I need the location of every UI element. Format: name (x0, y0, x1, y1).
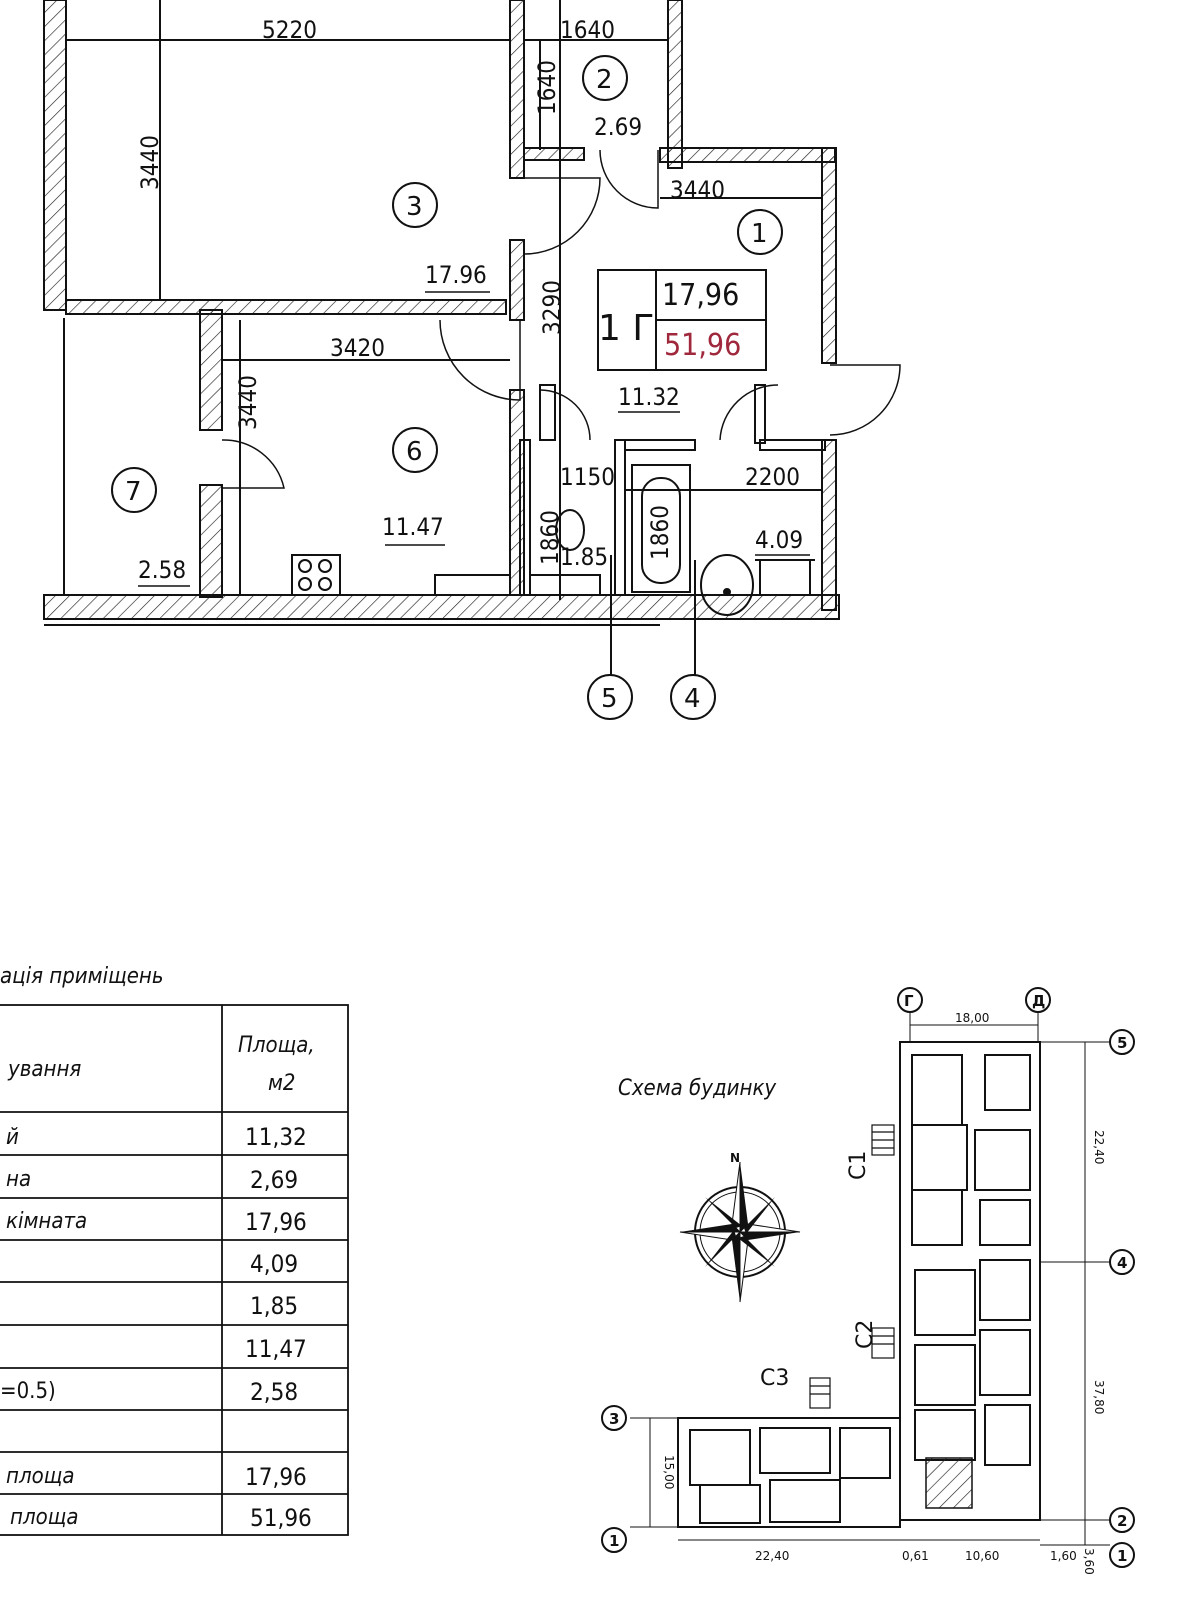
scheme-dim-22-40: 22,40 (1092, 1130, 1106, 1164)
scheme-dim-22-40-bottom: 22,40 (755, 1549, 789, 1563)
toilet-icon (700, 554, 754, 616)
room-4-number: 4 (684, 684, 701, 714)
room-numbers: 1 2 3 4 5 6 7 (125, 65, 768, 714)
dim-3420: 3420 (330, 334, 385, 362)
compass-north-label: N (730, 1151, 740, 1165)
header-area-line2: м2 (268, 1071, 296, 1096)
row-name: площа (10, 1505, 78, 1530)
row-area: 11,32 (245, 1123, 307, 1151)
row-area: 2,69 (250, 1166, 298, 1194)
row-area: 2,58 (250, 1378, 298, 1406)
room-7-number: 7 (125, 477, 142, 507)
axis-3-label: 3 (609, 1410, 619, 1428)
living-area-value: 17,96 (662, 278, 739, 313)
room-3-area: 17.96 (425, 261, 487, 289)
room-table: ація приміщень ування Площа, м2 й 11,32 … (0, 964, 349, 1536)
sink-counter-icon (529, 574, 601, 596)
row-name: на (6, 1167, 31, 1192)
total-area-value: 51,96 (664, 328, 741, 363)
stair-icon (871, 1327, 895, 1359)
section-c2-label: С2 (853, 1320, 878, 1349)
row-name: й (6, 1125, 19, 1150)
kitchen-counter-icon (434, 574, 511, 596)
row-area: 17,96 (245, 1208, 307, 1236)
dim-3440-right: 3440 (670, 176, 725, 204)
room-markers (111, 55, 783, 720)
dim-3440-room6: 3440 (234, 375, 262, 430)
apartment-type: 1 Г (598, 308, 654, 349)
section-c1-label: С1 (846, 1151, 871, 1180)
highlighted-apartment (925, 1457, 973, 1509)
stair-icon (809, 1377, 831, 1409)
building-scheme: Схема будинку N (601, 987, 1135, 1575)
wc-bowl-icon (555, 509, 585, 551)
scheme-dim-3-60: 3,60 (1082, 1548, 1096, 1575)
section-c3-label: С3 (760, 1366, 789, 1391)
dim-1640-top: 1640 (560, 16, 615, 44)
table-title: ація приміщень (0, 964, 164, 989)
scheme-dim-1-60: 1,60 (1050, 1549, 1077, 1563)
room-7-area: 2.58 (138, 556, 186, 584)
dim-2200: 2200 (745, 463, 800, 491)
dimension-labels: 5220 1640 1640 3440 3440 3290 3420 3440 … (136, 16, 800, 565)
room-2-number: 2 (596, 65, 613, 95)
row-name: =0.5) (0, 1379, 56, 1404)
row-area: 51,96 (250, 1504, 312, 1532)
bathtub-icon (631, 464, 691, 593)
room-5-area: 1.85 (560, 543, 608, 571)
axis-g-label: Г (904, 992, 914, 1010)
axis-1-left-label: 1 (609, 1532, 619, 1550)
scheme-title: Схема будинку (618, 1076, 776, 1101)
axis-4-label: 4 (1117, 1254, 1127, 1272)
room-3-number: 3 (406, 192, 423, 222)
dim-3440-left: 3440 (136, 135, 164, 190)
dim-1860-wc: 1860 (536, 510, 564, 565)
row-area: 1,85 (250, 1292, 298, 1320)
scheme-dim-37-80: 37,80 (1092, 1380, 1106, 1414)
room-6-number: 6 (406, 437, 423, 467)
room-areas: 11.32 2.69 17.96 4.09 1.85 11.47 2.58 (138, 113, 803, 584)
compass-rose-icon: N (679, 1151, 801, 1303)
row-name: кімната (6, 1209, 87, 1234)
row-area: 4,09 (250, 1250, 298, 1278)
axis-2-label: 2 (1117, 1512, 1127, 1530)
row-area: 17,96 (245, 1463, 307, 1491)
washbasin-icon (755, 559, 815, 596)
scheme-dim-15: 15,00 (662, 1455, 676, 1489)
axis-d-label: Д (1032, 992, 1045, 1010)
dim-3290: 3290 (538, 280, 566, 335)
room-5-number: 5 (601, 684, 618, 714)
axis-5-label: 5 (1117, 1034, 1127, 1052)
dim-1150: 1150 (560, 463, 615, 491)
dim-1640-vertical: 1640 (533, 60, 561, 115)
room-4-area: 4.09 (755, 526, 803, 554)
scheme-dim-0-61: 0,61 (902, 1549, 929, 1563)
walls (43, 0, 840, 620)
dim-5220: 5220 (262, 16, 317, 44)
scheme-dim-10-60: 10,60 (965, 1549, 999, 1563)
apartment-plan (43, 0, 901, 675)
room-1-area: 11.32 (618, 383, 680, 411)
scheme-dim-18: 18,00 (955, 1011, 989, 1025)
apartment-info: 1 Г 17,96 51,96 (598, 278, 741, 363)
dim-1860-bath: 1860 (646, 505, 674, 560)
row-area: 11,47 (245, 1335, 307, 1363)
header-area-line1: Площа, (238, 1033, 315, 1058)
axis-1-right-label: 1 (1117, 1547, 1127, 1565)
room-1-number: 1 (751, 219, 768, 249)
room-2-area: 2.69 (594, 113, 642, 141)
row-name: площа (6, 1464, 74, 1489)
room-6-area: 11.47 (382, 513, 444, 541)
header-name: ування (7, 1057, 81, 1082)
stove-icon (291, 554, 341, 596)
